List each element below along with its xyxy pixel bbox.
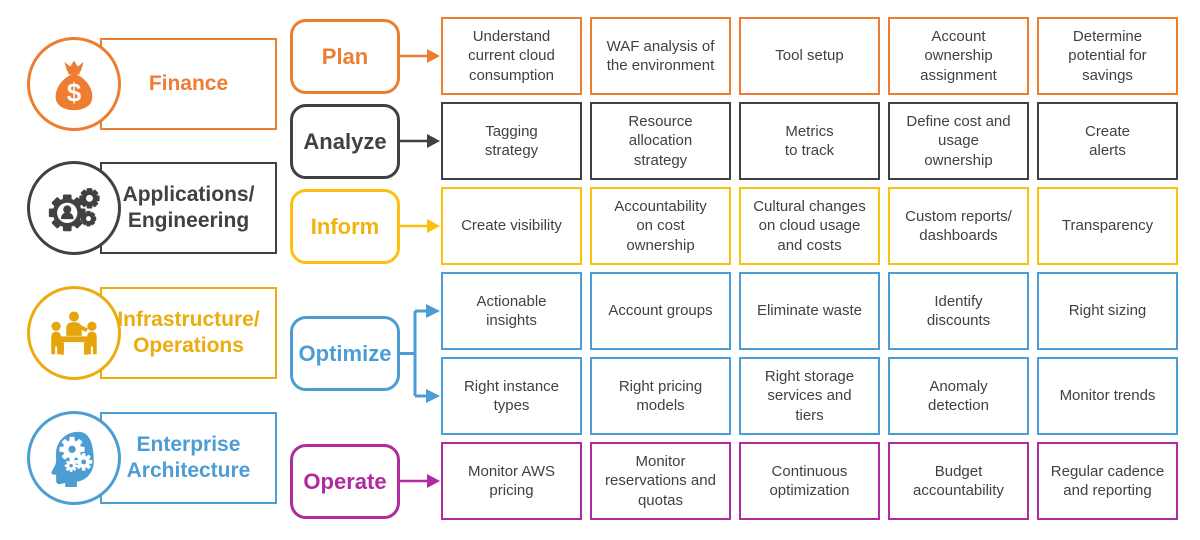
phase-plan: Plan [290, 19, 400, 94]
phase-analyze-label: Analyze [303, 128, 387, 154]
task-cell: Understand current cloud consumption [441, 17, 582, 95]
task-cell: Monitor AWS pricing [441, 442, 582, 520]
task-cell: Right instance types [441, 357, 582, 435]
task-cell: Custom reports/ dashboards [888, 187, 1029, 265]
phase-analyze: Analyze [290, 104, 400, 179]
task-cell: Tagging strategy [441, 102, 582, 180]
entity-infrastructure-label: Infrastructure/ Operations [117, 308, 260, 357]
task-cell: Monitor trends [1037, 357, 1178, 435]
entity-applications-label: Applications/ Engineering [122, 183, 255, 232]
task-cell: Cultural changes on cloud usage and cost… [739, 187, 880, 265]
entity-finance-circle: $ [27, 37, 121, 131]
entity-applications-circle [27, 161, 121, 255]
phase-inform: Inform [290, 189, 400, 264]
entity-applications-box: Applications/ Engineering [100, 162, 277, 254]
task-cell: Create visibility [441, 187, 582, 265]
task-cell: Anomaly detection [888, 357, 1029, 435]
task-cell: Create alerts [1037, 102, 1178, 180]
plan-arrow [400, 49, 440, 63]
optimize-fork-arrow [400, 304, 440, 403]
entity-infrastructure-operations: Infrastructure/ Operations [27, 286, 277, 380]
svg-text:$: $ [67, 77, 82, 107]
entity-enterprise-label: Enterprise Architecture [126, 433, 251, 482]
task-cell: Right sizing [1037, 272, 1178, 350]
entity-infrastructure-circle [27, 286, 121, 380]
phase-optimize-label: Optimize [298, 340, 392, 366]
phase-optimize: Optimize [290, 316, 400, 391]
task-cell: Monitor reservations and quotas [590, 442, 731, 520]
entity-infrastructure-box: Infrastructure/ Operations [100, 287, 277, 379]
task-cell: Transparency [1037, 187, 1178, 265]
entity-finance-label: Finance [148, 72, 229, 96]
phase-operate-label: Operate [303, 468, 387, 494]
meeting-table-icon [51, 311, 97, 355]
task-cell: Continuous optimization [739, 442, 880, 520]
entity-applications-engineering: Applications/ Engineering [27, 161, 277, 255]
task-cell: WAF analysis of the environment [590, 17, 731, 95]
analyze-arrow [400, 134, 440, 148]
task-cell: Budget accountability [888, 442, 1029, 520]
task-cell: Account ownership assignment [888, 17, 1029, 95]
task-cell: Resource allocation strategy [590, 102, 731, 180]
entity-enterprise-circle [27, 411, 121, 505]
head-gears-icon [51, 431, 94, 487]
task-cell: Eliminate waste [739, 272, 880, 350]
entity-finance: Finance $ [27, 37, 277, 131]
inform-arrow [400, 219, 440, 233]
phase-operate: Operate [290, 444, 400, 519]
operate-arrow [400, 474, 440, 488]
task-cell: Accountability on cost ownership [590, 187, 731, 265]
task-cell: Right storage services and tiers [739, 357, 880, 435]
gears-person-icon [48, 188, 100, 232]
task-cell: Metrics to track [739, 102, 880, 180]
task-cell: Right pricing models [590, 357, 731, 435]
phase-inform-label: Inform [310, 213, 380, 239]
task-cell: Actionable insights [441, 272, 582, 350]
task-cell: Account groups [590, 272, 731, 350]
phase-plan-label: Plan [321, 43, 369, 69]
entity-enterprise-architecture: Enterprise Architecture [27, 411, 277, 505]
task-cell: Regular cadence and reporting [1037, 442, 1178, 520]
task-cell: Define cost and usage ownership [888, 102, 1029, 180]
entity-finance-box: Finance [100, 38, 277, 130]
money-bag-icon: $ [55, 60, 93, 111]
task-grid: Understand current cloud consumption WAF… [441, 17, 1178, 520]
entity-enterprise-box: Enterprise Architecture [100, 412, 277, 504]
task-cell: Determine potential for savings [1037, 17, 1178, 95]
task-cell: Identify discounts [888, 272, 1029, 350]
task-cell: Tool setup [739, 17, 880, 95]
